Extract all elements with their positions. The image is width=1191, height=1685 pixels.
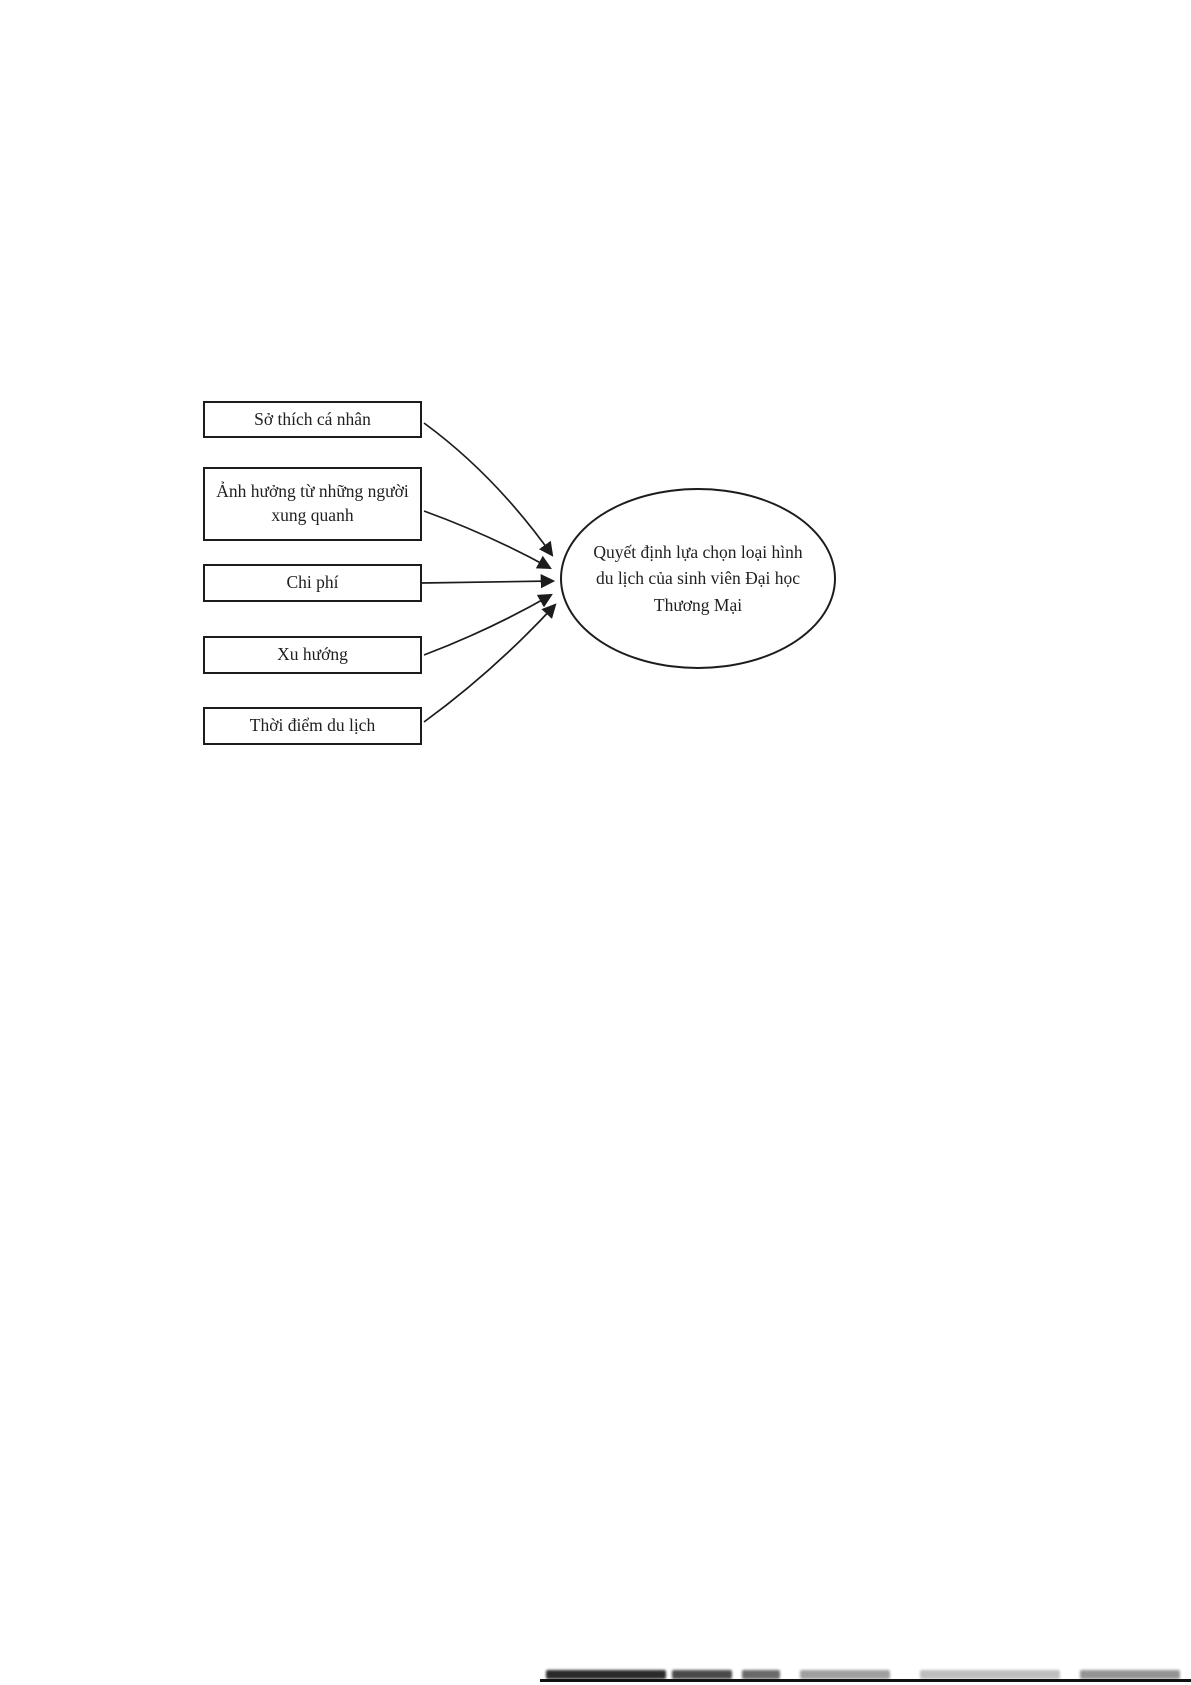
scan-edge-line — [540, 1679, 1191, 1682]
factor-label: Chi phí — [286, 572, 339, 593]
outcome-ellipse: Quyết định lựa chọn loại hình du lịch củ… — [560, 488, 836, 669]
factor-label: Ảnh hưởng từ những người xung quanh — [216, 481, 409, 525]
scan-smudge — [742, 1670, 780, 1679]
factor-label: Xu hướng — [277, 644, 348, 665]
factor-label: Thời điểm du lịch — [249, 715, 376, 736]
scan-smudge — [546, 1670, 666, 1679]
factor-box-personal-preference: Sở thích cá nhân — [203, 401, 422, 438]
factor-label: Sở thích cá nhân — [254, 408, 371, 429]
arrow-factor-2 — [423, 510, 552, 570]
outcome-label: Quyết định lựa chọn loại hình du lịch củ… — [593, 542, 803, 615]
factor-box-cost: Chi phí — [203, 564, 422, 602]
factor-box-trend: Xu hướng — [203, 636, 422, 674]
scan-smudge — [672, 1670, 732, 1679]
scan-edge-artifact — [0, 1668, 1191, 1685]
arrow-factor-5 — [423, 603, 557, 723]
arrow-factor-1 — [423, 422, 554, 557]
arrow-factor-3 — [421, 573, 556, 589]
factor-box-travel-time: Thời điểm du lịch — [203, 707, 422, 745]
arrow-factor-4 — [423, 593, 553, 656]
scan-smudge — [800, 1670, 890, 1679]
research-model-diagram: Sở thích cá nhân Ảnh hưởng từ những ngườ… — [203, 401, 836, 745]
factor-box-influence-of-others: Ảnh hưởng từ những người xung quanh — [203, 467, 422, 541]
scan-smudge — [920, 1670, 1060, 1679]
scan-smudge — [1080, 1670, 1180, 1679]
arrow-connectors — [421, 422, 557, 723]
